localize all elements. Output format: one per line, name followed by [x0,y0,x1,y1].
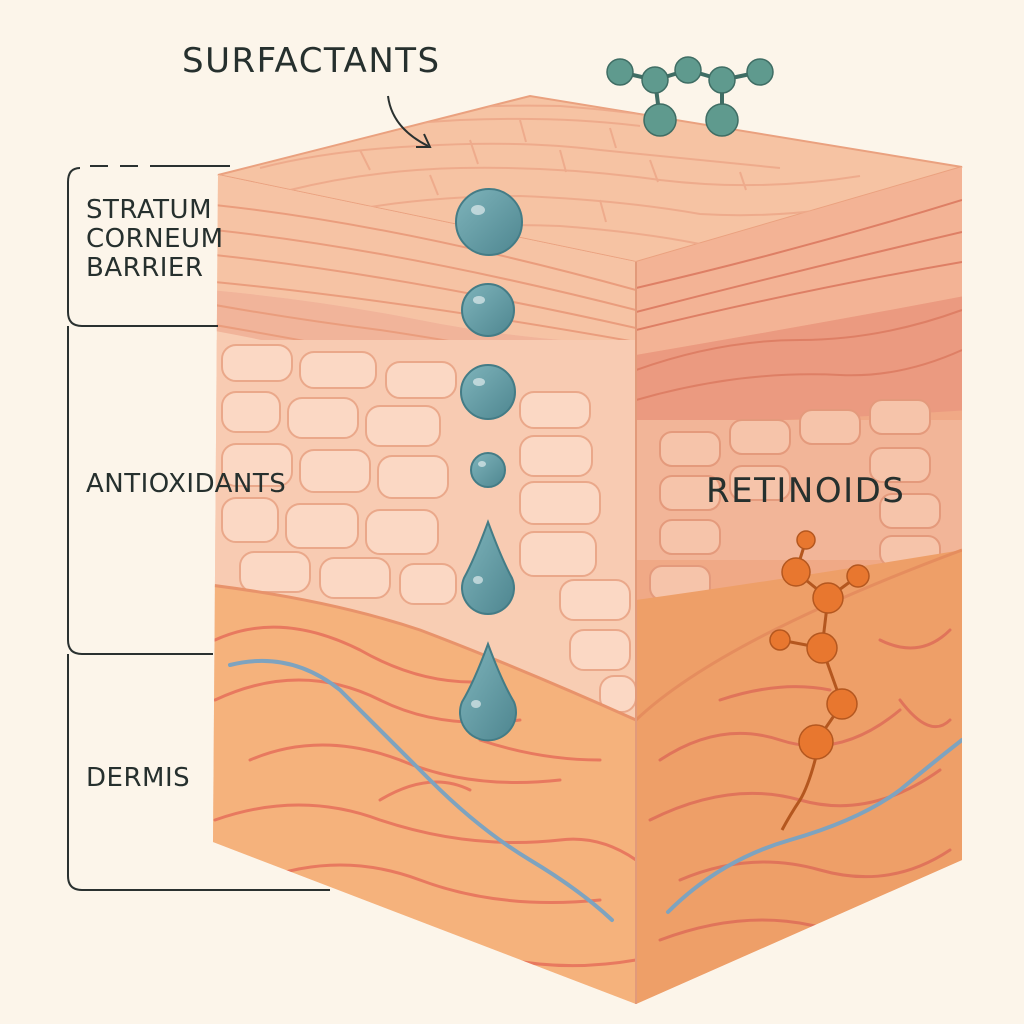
stratum-line-3: BARRIER [86,253,204,284]
skin-front-face [213,175,636,1004]
antioxidants-label: ANTIOXIDANTS [86,469,287,499]
stratum-corneum-label: STRATUM CORNEUM BARRIER [86,195,224,284]
surfactants-label: SURFACTANTS [182,41,441,81]
surfactant-molecule-icon [606,56,774,137]
retinoid-molecule-icon [769,530,870,831]
surfactants-arrow [387,95,429,147]
stratum-line-2: CORNEUM [86,224,224,255]
retinoids-label: RETINOIDS [706,471,906,511]
stratum-line-1: STRATUM [86,195,213,225]
layer-brackets [67,165,330,891]
surfactants-arrowhead [416,133,432,148]
water-droplet-icon [455,188,523,742]
dermis-label: DERMIS [86,763,191,793]
